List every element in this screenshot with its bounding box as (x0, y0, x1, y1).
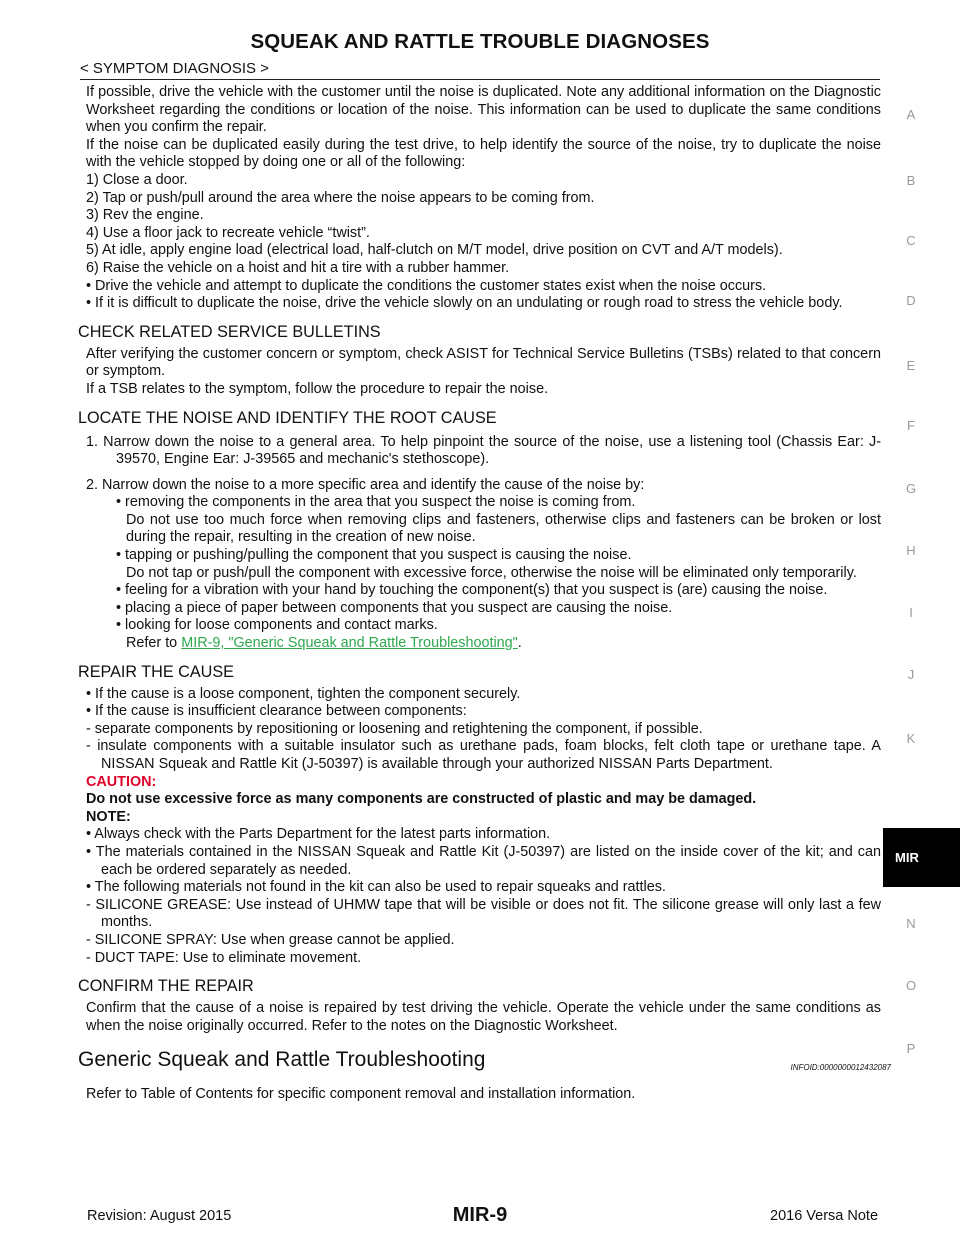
intro-step: 3) Rev the engine. (86, 207, 204, 224)
side-index-letter[interactable]: O (905, 978, 917, 993)
footer-model: 2016 Versa Note (770, 1208, 879, 1224)
intro-step: 2) Tap or push/pull around the area wher… (86, 189, 595, 206)
footer-page-number: MIR-9 (452, 1204, 508, 1226)
generic-paragraph: Refer to Table of Contents for specific … (86, 1086, 636, 1103)
page-content: If possible, drive the vehicle with the … (78, 84, 891, 1104)
side-index-letter[interactable]: E (906, 358, 916, 373)
footer-revision: Revision: August 2015 (87, 1208, 232, 1224)
locate-bullet: • looking for loose components and conta… (116, 617, 438, 634)
note-bullet: • Always check with the Parts Department… (86, 826, 551, 843)
locate-detail: Do not tap or push/pull the component wi… (126, 564, 857, 581)
generic-heading-text: Generic Squeak and Rattle Troubleshootin… (78, 1048, 486, 1072)
locate-refer: Refer to MIR-9, "Generic Squeak and Ratt… (86, 635, 881, 653)
side-index-letter[interactable]: A (906, 107, 916, 122)
bulletins-paragraph: After verifying the customer concern or … (86, 345, 881, 380)
refer-suffix: . (517, 635, 522, 652)
repair-dash-item: - insulate components with a suitable in… (86, 738, 881, 772)
material-item: - DUCT TAPE: Use to eliminate movement. (86, 949, 362, 966)
note-label: NOTE: (86, 808, 131, 825)
intro-step: 4) Use a floor jack to recreate vehicle … (86, 224, 370, 241)
side-index-letter[interactable]: F (907, 418, 915, 433)
intro-step: 1) Close a door. (86, 171, 188, 188)
locate-bullet: • placing a piece of paper between compo… (116, 599, 673, 616)
repair-bullet: • If the cause is a loose component, tig… (86, 685, 521, 702)
info-id: INFOID:0000000012432087 (790, 1063, 891, 1073)
locate-detail: Do not use too much force when removing … (126, 511, 881, 546)
page-title: SQUEAK AND RATTLE TROUBLE DIAGNOSES (250, 30, 710, 53)
locate-bullet: • removing the components in the area th… (116, 494, 636, 511)
intro-step: 5) At idle, apply engine load (electrica… (86, 242, 783, 259)
section-heading-bulletins: CHECK RELATED SERVICE BULLETINS (78, 322, 381, 341)
side-index-letter[interactable]: N (906, 916, 916, 931)
section-heading-generic: Generic Squeak and Rattle Troubleshootin… (78, 1047, 891, 1073)
intro-paragraph: If possible, drive the vehicle with the … (86, 84, 881, 136)
side-index-letter[interactable]: K (906, 731, 916, 746)
side-index-letter[interactable]: B (906, 173, 916, 188)
section-heading-repair: REPAIR THE CAUSE (78, 662, 234, 681)
bulletins-paragraph: If a TSB relates to the symptom, follow … (86, 380, 549, 397)
repair-bullet: • If the cause is insufficient clearance… (86, 703, 467, 720)
side-tab-current-section[interactable]: MIR (883, 828, 960, 887)
locate-step: 2. Narrow down the noise to a more speci… (86, 476, 645, 493)
caution-label: CAUTION: (86, 773, 157, 790)
side-index-letter[interactable]: G (905, 481, 917, 496)
side-index-letter[interactable]: C (906, 233, 916, 248)
repair-dash-item: - separate components by repositioning o… (86, 720, 703, 737)
locate-bullet: • tapping or pushing/pulling the compone… (116, 547, 632, 564)
refer-prefix: Refer to (126, 635, 182, 652)
section-breadcrumb: < SYMPTOM DIAGNOSIS > (80, 60, 269, 77)
confirm-paragraph: Confirm that the cause of a noise is rep… (86, 1000, 881, 1034)
side-index-letter[interactable]: I (909, 605, 913, 620)
section-heading-confirm: CONFIRM THE REPAIR (78, 977, 254, 996)
intro-bullet: • If it is difficult to duplicate the no… (86, 295, 843, 312)
side-index-letter[interactable]: J (907, 667, 915, 682)
material-item: - SILICONE SPRAY: Use when grease cannot… (86, 931, 455, 948)
section-heading-locate: LOCATE THE NOISE AND IDENTIFY THE ROOT C… (78, 408, 497, 427)
side-index-letter[interactable]: H (906, 543, 916, 558)
side-index-letter[interactable]: D (906, 293, 916, 308)
intro-step: 6) Raise the vehicle on a hoist and hit … (86, 259, 510, 276)
side-index-letter[interactable]: P (906, 1041, 916, 1056)
generic-troubleshooting-link[interactable]: MIR-9, "Generic Squeak and Rattle Troubl… (181, 635, 518, 652)
caution-text: Do not use excessive force as many compo… (86, 791, 757, 808)
locate-step: 1. Narrow down the noise to a general ar… (86, 433, 881, 468)
header-divider (80, 79, 880, 80)
intro-paragraph: If the noise can be duplicated easily du… (86, 136, 881, 171)
locate-bullet: • feeling for a vibration with your hand… (116, 582, 828, 599)
material-item: - SILICONE GREASE: Use instead of UHMW t… (86, 896, 881, 931)
note-bullet: • The materials contained in the NISSAN … (86, 843, 881, 878)
intro-bullet: • Drive the vehicle and attempt to dupli… (86, 277, 767, 294)
note-bullet: • The following materials not found in t… (86, 879, 666, 896)
